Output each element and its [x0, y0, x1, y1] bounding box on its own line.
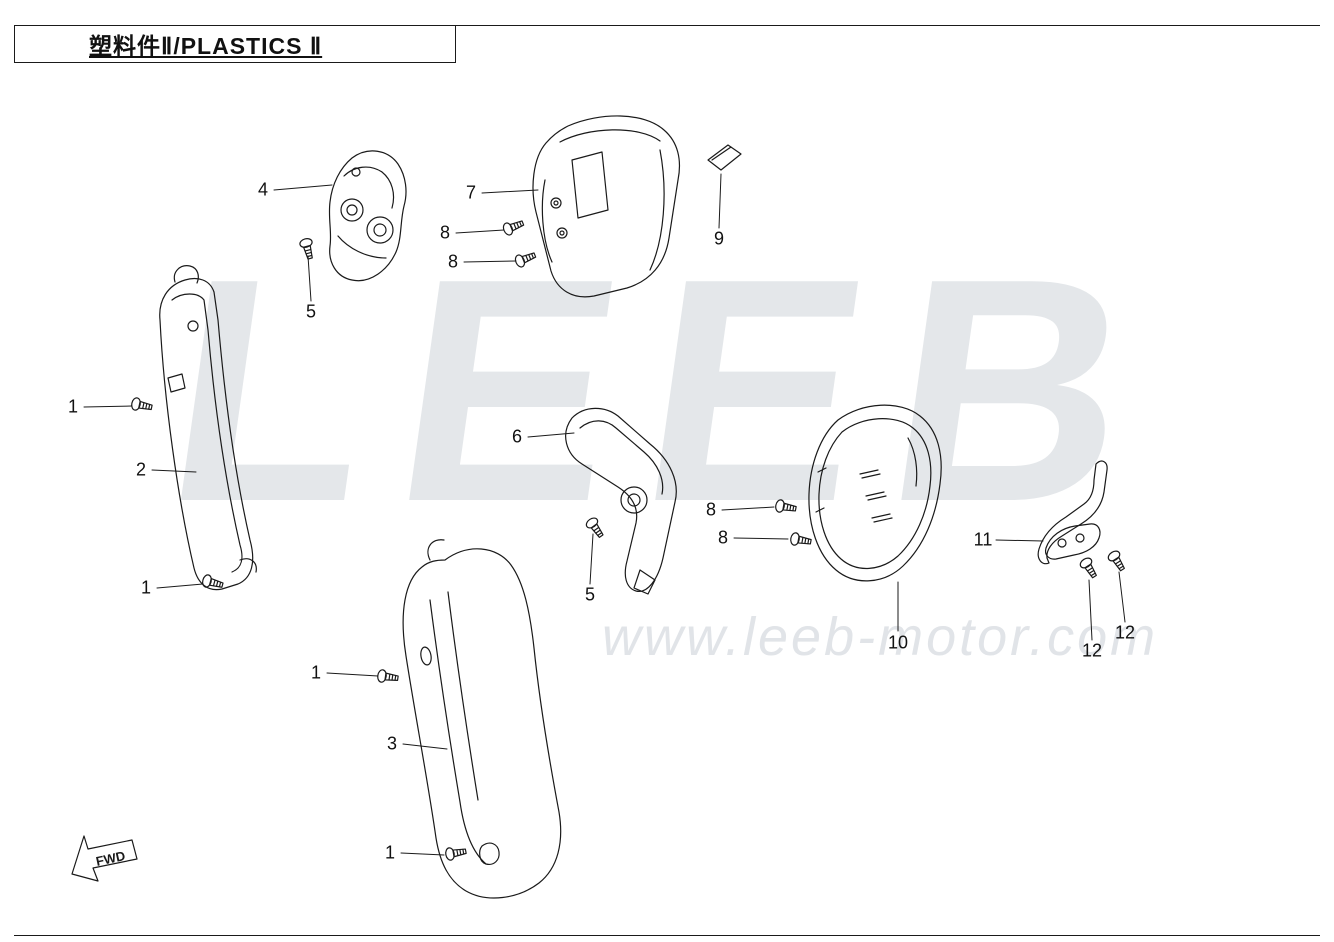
url-watermark: www.leeb-motor.com — [602, 607, 1159, 667]
leader-line-6 — [527, 432, 575, 438]
part-3-leg-shield — [402, 539, 562, 899]
leader-line-5 — [589, 533, 594, 585]
frame-bottom-rule — [14, 935, 1320, 936]
leader-line-8 — [463, 260, 517, 263]
leader-lines — [83, 173, 1126, 856]
fwd-label: FWD — [95, 848, 127, 869]
part-6-arm — [565, 407, 677, 595]
leader-line-8 — [733, 537, 789, 540]
part-10-panel — [808, 404, 942, 582]
part-4-bracket — [328, 150, 407, 282]
screw-5a-icon — [298, 236, 317, 261]
page-title: 塑料件Ⅱ/PLASTICS Ⅱ — [89, 33, 323, 59]
leader-line-5 — [307, 255, 312, 302]
part-11-bracket — [1037, 460, 1108, 565]
screw-5b-icon — [583, 515, 607, 541]
leader-line-1 — [326, 672, 379, 677]
screw-12b-icon — [1105, 548, 1129, 574]
screw-8b-icon — [513, 248, 538, 269]
title-box: 塑料件Ⅱ/PLASTICS Ⅱ — [14, 25, 456, 63]
leader-line-1 — [83, 405, 133, 408]
fasteners — [130, 216, 1129, 862]
screw-1a-icon — [130, 396, 154, 414]
frame-top-rule — [14, 25, 1320, 26]
leader-line-1 — [156, 583, 204, 589]
screw-8a-icon — [501, 216, 526, 237]
screw-1b-icon — [200, 573, 225, 592]
leader-line-9 — [718, 173, 722, 229]
part-9-pad — [707, 144, 742, 171]
part-2-side-panel — [159, 265, 257, 591]
leader-line-7 — [481, 189, 539, 194]
screw-12a-icon — [1077, 555, 1101, 581]
screw-1d-icon — [444, 844, 468, 862]
leader-line-12 — [1118, 571, 1126, 623]
screw-8c-icon — [774, 498, 798, 516]
leader-line-12 — [1088, 579, 1093, 641]
leader-line-3 — [402, 743, 448, 750]
leader-line-1 — [400, 852, 445, 856]
leader-line-11 — [995, 539, 1044, 542]
fwd-arrow-icon: FWD — [71, 835, 138, 882]
screw-1c-icon — [376, 668, 400, 685]
leader-line-4 — [273, 184, 333, 191]
leader-line-8 — [721, 506, 775, 511]
leader-line-2 — [151, 469, 197, 473]
screw-8d-icon — [789, 531, 813, 549]
leader-line-8 — [455, 229, 505, 234]
part-7-cover — [532, 115, 681, 298]
